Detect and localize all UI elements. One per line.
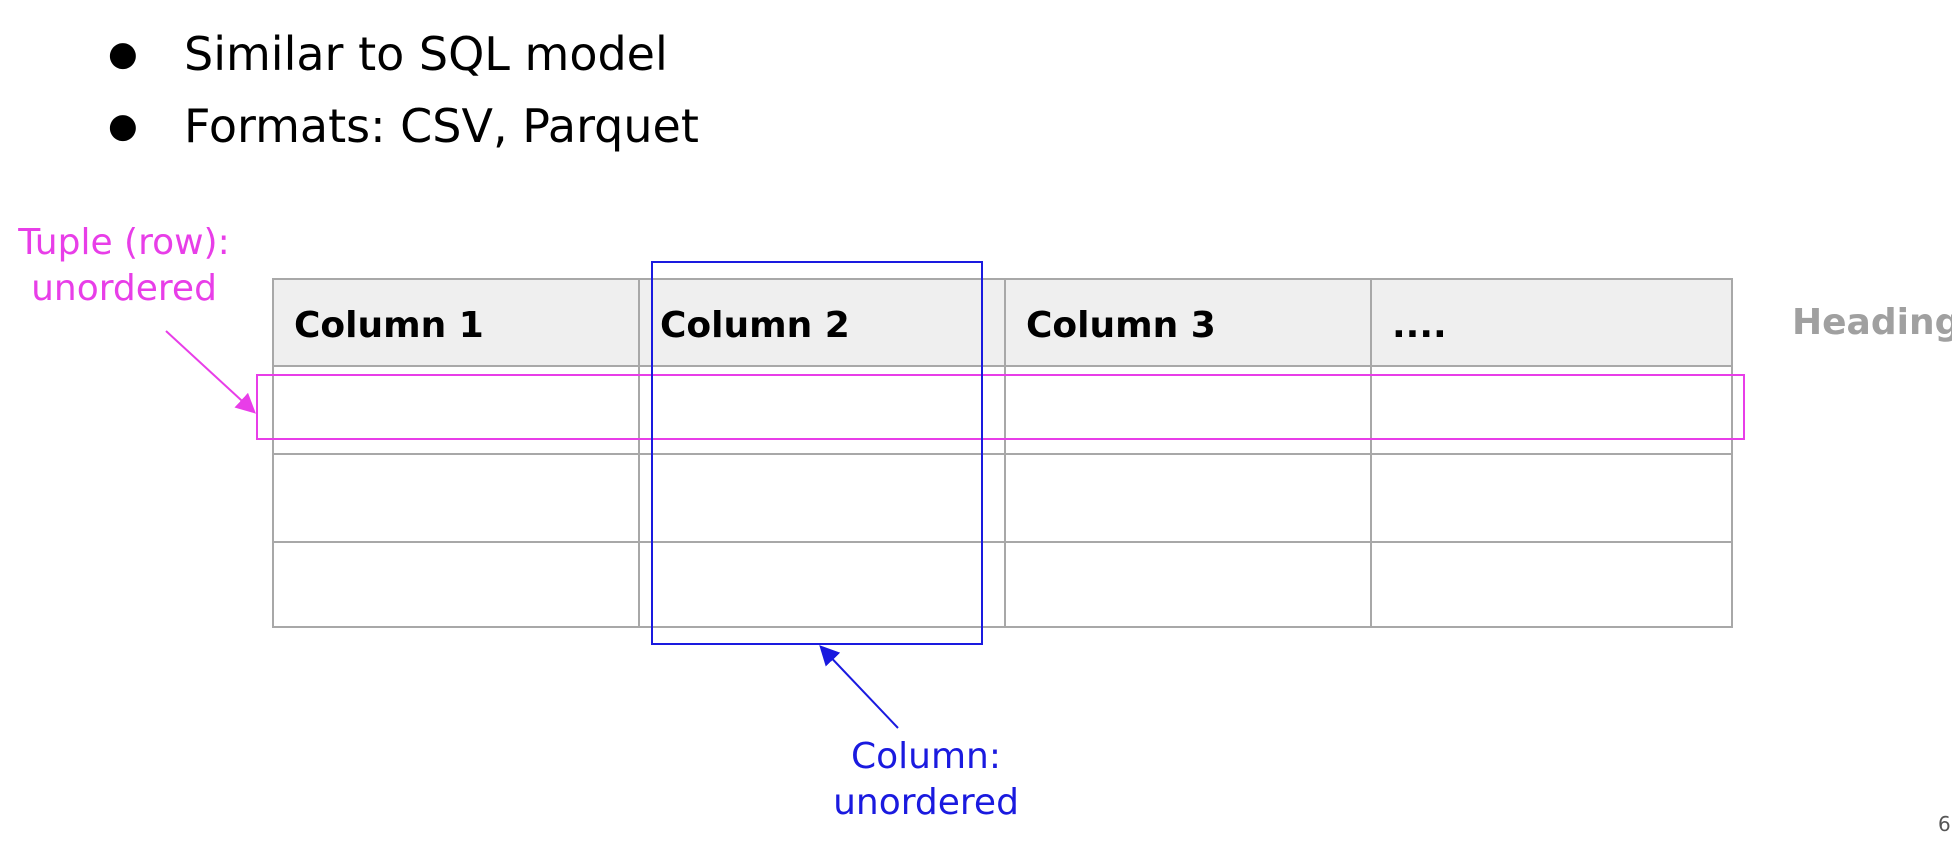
bullet-dot-icon: ●: [108, 106, 138, 146]
table-cell: [274, 367, 640, 455]
bullet-list: ● Similar to SQL model ● Formats: CSV, P…: [100, 18, 699, 162]
table-cell: [1006, 367, 1372, 455]
table-cell: [1006, 455, 1372, 543]
table-cell: [1006, 543, 1372, 626]
header-cell-column-3: Column 3: [1006, 280, 1372, 367]
table-cell: [640, 543, 1006, 626]
bullet-text: Similar to SQL model: [184, 27, 668, 81]
table-cell: [1372, 543, 1731, 626]
bullet-dot-icon: ●: [108, 34, 138, 74]
row-annotation-label: Tuple (row): unordered: [6, 220, 242, 312]
table-cell: [1372, 367, 1731, 455]
row-annotation-line1: Tuple (row):: [18, 222, 230, 263]
table-cell: [274, 455, 640, 543]
row-annotation-arrow: [165, 330, 256, 414]
page-number: 6: [1938, 812, 1951, 836]
header-cell-column-1: Column 1: [274, 280, 640, 367]
bullet-item: ● Formats: CSV, Parquet: [100, 90, 699, 162]
header-cell-ellipsis: ....: [1372, 280, 1731, 367]
column-annotation-line2: unordered: [833, 782, 1019, 823]
column-annotation-arrow: [819, 645, 899, 729]
bullet-item: ● Similar to SQL model: [100, 18, 699, 90]
bullet-text: Formats: CSV, Parquet: [184, 99, 699, 153]
table-cell: [640, 455, 1006, 543]
column-annotation-label: Column: unordered: [805, 734, 1047, 826]
table-cell: [274, 543, 640, 626]
column-annotation-line1: Column:: [851, 736, 1001, 777]
relational-table: Column 1 Column 2 Column 3 ....: [272, 278, 1733, 628]
heading-side-label: Heading: [1792, 302, 1952, 343]
table-cell: [640, 367, 1006, 455]
header-cell-column-2: Column 2: [640, 280, 1006, 367]
table-cell: [1372, 455, 1731, 543]
row-annotation-line2: unordered: [31, 268, 217, 309]
